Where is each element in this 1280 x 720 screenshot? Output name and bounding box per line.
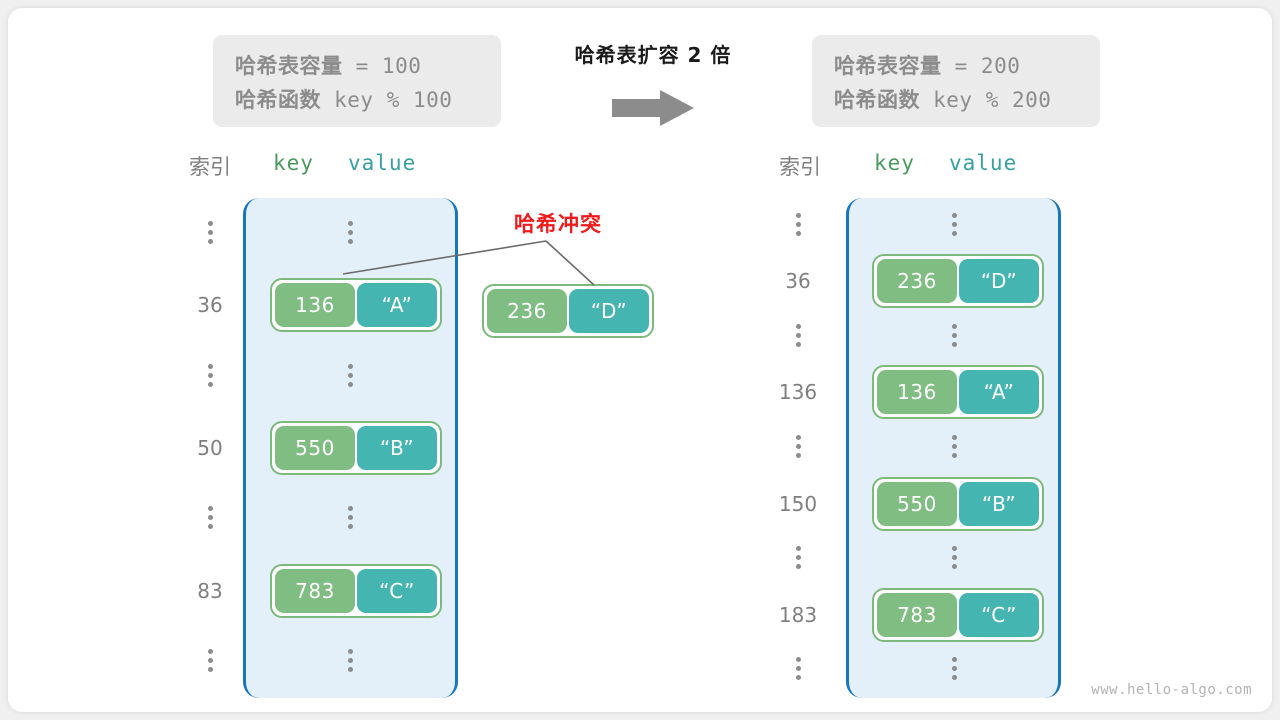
left-index-header: 索引 bbox=[189, 155, 231, 179]
right-capacity-expr: = 200 bbox=[941, 54, 1021, 78]
left-key-header-text: key bbox=[273, 151, 314, 175]
left-info-box: 哈希表容量 = 100 哈希函数 key % 100 bbox=[213, 35, 501, 127]
left-function-label: 哈希函数 bbox=[235, 88, 321, 112]
left-index-dots bbox=[201, 221, 219, 247]
right-entry-key: 550 bbox=[877, 482, 957, 526]
resize-title: 哈希表扩容 2 倍 bbox=[574, 43, 732, 67]
left-capacity-line: 哈希表容量 = 100 bbox=[235, 49, 479, 83]
left-entry-key: 550 bbox=[275, 426, 355, 470]
right-index-header: 索引 bbox=[779, 155, 821, 179]
right-row-dots bbox=[945, 324, 963, 350]
right-value-header: value bbox=[949, 151, 1017, 175]
left-entry-value: “A” bbox=[357, 283, 437, 327]
left-entry-key: 136 bbox=[275, 283, 355, 327]
collision-overflow-entry-value: “D” bbox=[569, 289, 649, 333]
collision-label: 哈希冲突 bbox=[514, 212, 602, 236]
right-index-label: 36 bbox=[785, 269, 811, 293]
right-entry[interactable]: 783“C” bbox=[872, 588, 1044, 642]
right-key-header-text: key bbox=[874, 151, 915, 175]
left-entry-value: “B” bbox=[357, 426, 437, 470]
left-key-header: key bbox=[273, 151, 314, 175]
left-index-label: 83 bbox=[197, 579, 223, 603]
watermark: www.hello-algo.com bbox=[1091, 682, 1252, 698]
right-capacity-label: 哈希表容量 bbox=[834, 54, 942, 78]
right-row-dots bbox=[945, 213, 963, 239]
left-index-dots bbox=[201, 506, 219, 532]
right-row-dots bbox=[945, 435, 963, 461]
right-index-label: 136 bbox=[778, 380, 818, 404]
right-entry-value: “D” bbox=[959, 259, 1039, 303]
right-index-label: 150 bbox=[778, 492, 818, 516]
right-capacity-line: 哈希表容量 = 200 bbox=[834, 49, 1078, 83]
right-entry[interactable]: 550“B” bbox=[872, 477, 1044, 531]
diagram-card: 哈希表容量 = 100 哈希函数 key % 100 哈希表扩容 2 倍 哈希表… bbox=[8, 8, 1272, 712]
right-index-label: 183 bbox=[778, 603, 818, 627]
left-entry[interactable]: 136“A” bbox=[270, 278, 442, 332]
right-entry[interactable]: 136“A” bbox=[872, 365, 1044, 419]
left-index-dots bbox=[201, 649, 219, 675]
right-info-box: 哈希表容量 = 200 哈希函数 key % 200 bbox=[812, 35, 1100, 127]
left-entry[interactable]: 783“C” bbox=[270, 564, 442, 618]
left-row-dots bbox=[341, 221, 359, 247]
arrow-right-icon bbox=[612, 90, 694, 126]
left-entry-key: 783 bbox=[275, 569, 355, 613]
left-function-expr: key % 100 bbox=[321, 88, 453, 112]
right-function-label: 哈希函数 bbox=[834, 88, 920, 112]
left-value-header: value bbox=[348, 151, 416, 175]
right-row-dots bbox=[945, 546, 963, 572]
right-key-header: key bbox=[874, 151, 915, 175]
left-index-label: 36 bbox=[197, 293, 223, 317]
right-entry-key: 236 bbox=[877, 259, 957, 303]
right-index-dots bbox=[789, 657, 807, 683]
left-entry[interactable]: 550“B” bbox=[270, 421, 442, 475]
left-index-label: 50 bbox=[197, 436, 223, 460]
right-entry[interactable]: 236“D” bbox=[872, 254, 1044, 308]
left-capacity-expr: = 100 bbox=[342, 54, 422, 78]
right-index-dots bbox=[789, 213, 807, 239]
right-index-dots bbox=[789, 435, 807, 461]
right-index-dots bbox=[789, 324, 807, 350]
collision-overflow-entry-key: 236 bbox=[487, 289, 567, 333]
left-capacity-label: 哈希表容量 bbox=[235, 54, 343, 78]
left-value-header-text: value bbox=[348, 151, 417, 175]
left-row-dots bbox=[341, 364, 359, 390]
right-row-dots bbox=[945, 657, 963, 683]
right-value-header-text: value bbox=[949, 151, 1018, 175]
right-function-expr: key % 200 bbox=[920, 88, 1052, 112]
right-index-dots bbox=[789, 546, 807, 572]
left-index-dots bbox=[201, 364, 219, 390]
left-row-dots bbox=[341, 506, 359, 532]
right-entry-key: 136 bbox=[877, 370, 957, 414]
right-entry-value: “A” bbox=[959, 370, 1039, 414]
left-row-dots bbox=[341, 649, 359, 675]
right-function-line: 哈希函数 key % 200 bbox=[834, 83, 1078, 117]
left-function-line: 哈希函数 key % 100 bbox=[235, 83, 479, 117]
collision-overflow-entry[interactable]: 236“D” bbox=[482, 284, 654, 338]
right-entry-value: “C” bbox=[959, 593, 1039, 637]
right-entry-key: 783 bbox=[877, 593, 957, 637]
left-entry-value: “C” bbox=[357, 569, 437, 613]
right-entry-value: “B” bbox=[959, 482, 1039, 526]
